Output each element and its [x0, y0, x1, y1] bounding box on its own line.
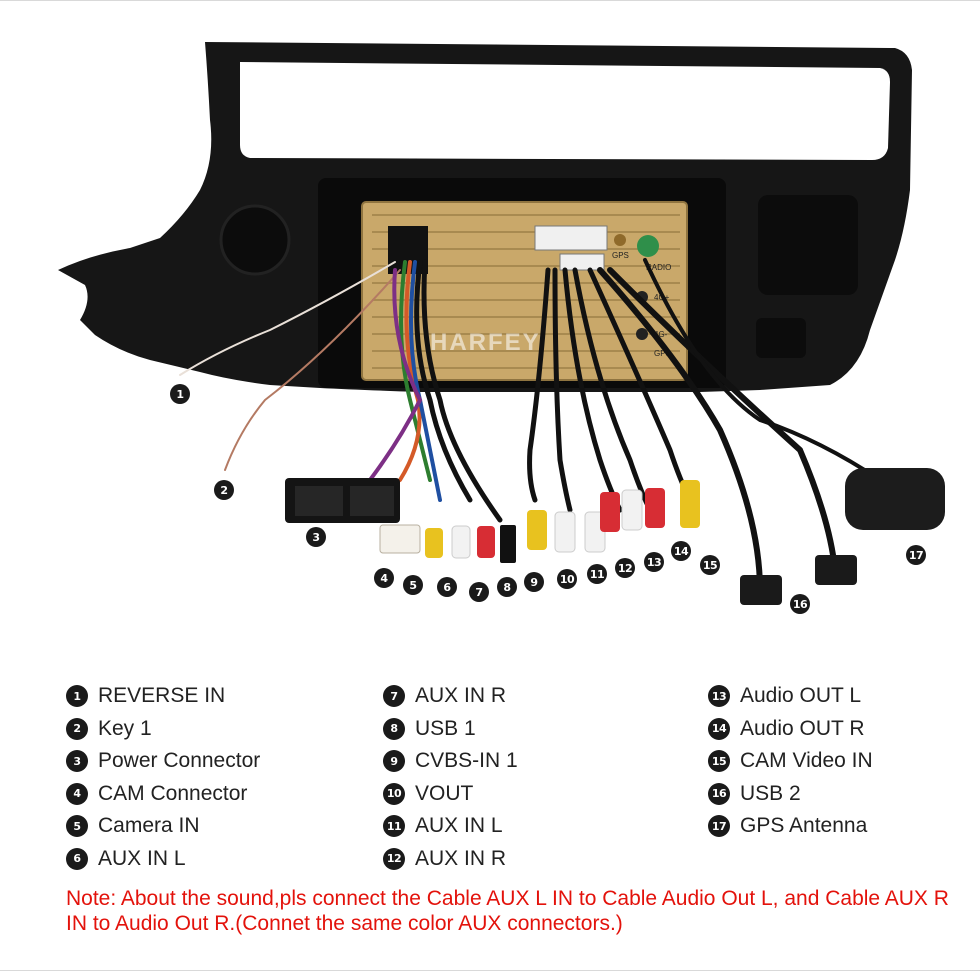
vent-left — [219, 204, 291, 276]
legend-item-5: 5 Camera IN — [66, 810, 260, 843]
sound-note: Note: About the sound,pls connect the Ca… — [66, 887, 949, 935]
legend-item-13: 13 Audio OUT L — [708, 680, 873, 713]
legend-item-4: 4 CAM Connector — [66, 778, 260, 811]
legend-item-12: 12 AUX IN R — [383, 843, 518, 876]
legend-badge: 17 — [708, 815, 730, 838]
callout-5: 5 — [403, 575, 423, 595]
legend-badge: 4 — [66, 782, 88, 805]
legend-label: Audio OUT R — [740, 716, 865, 740]
legend-label: CVBS-IN 1 — [415, 749, 518, 773]
callout-6: 6 — [437, 577, 457, 597]
gps-antenna — [845, 468, 945, 530]
legend-item-17: 17 GPS Antenna — [708, 810, 873, 843]
bezel-window — [240, 62, 890, 160]
legend-badge: 1 — [66, 685, 88, 708]
legend-badge: 15 — [708, 750, 730, 773]
legend-item-10: 10 VOUT — [383, 778, 518, 811]
label-gps-lower: GPS — [654, 349, 671, 358]
legend-badge: 6 — [66, 847, 88, 870]
callout-12: 12 — [615, 558, 635, 578]
callout-11: 11 — [587, 564, 607, 584]
legend-badge: 10 — [383, 782, 405, 805]
callout-2: 2 — [214, 480, 234, 500]
callout-10: 10 — [557, 569, 577, 589]
legend-badge: 5 — [66, 815, 88, 838]
legend-badge: 3 — [66, 750, 88, 773]
legend-item-7: 7 AUX IN R — [383, 680, 518, 713]
legend-label: AUX IN R — [415, 684, 507, 708]
callout-1: 1 — [170, 384, 190, 404]
legend-label: Camera IN — [98, 814, 200, 838]
callout-13: 13 — [644, 552, 664, 572]
callout-7: 7 — [469, 582, 489, 602]
legend-badge: 8 — [383, 717, 405, 740]
callout-17: 17 — [906, 545, 926, 565]
top-divider — [0, 0, 980, 1]
legend-label: CAM Video IN — [740, 749, 873, 773]
legend-label: REVERSE IN — [98, 684, 226, 708]
legend-label: GPS Antenna — [740, 814, 868, 838]
legend-label: Key 1 — [98, 716, 152, 740]
legend-badge: 9 — [383, 750, 405, 773]
callout-15: 15 — [700, 555, 720, 575]
legend-item-6: 6 AUX IN L — [66, 843, 260, 876]
legend-item-11: 11 AUX IN L — [383, 810, 518, 843]
legend-badge: 16 — [708, 782, 730, 805]
legend-badge: 13 — [708, 685, 730, 708]
legend-item-3: 3 Power Connector — [66, 745, 260, 778]
callout-14: 14 — [671, 541, 691, 561]
legend-label: USB 2 — [740, 781, 801, 805]
callout-3: 3 — [306, 527, 326, 547]
legend-label: Power Connector — [98, 749, 261, 773]
legend-label: AUX IN L — [415, 814, 503, 838]
callout-8: 8 — [497, 577, 517, 597]
legend-column-3: 13 Audio OUT L 14 Audio OUT R 15 CAM Video … — [708, 680, 873, 843]
legend-item-1: 1 REVERSE IN — [66, 680, 260, 713]
cam-connector-body — [379, 524, 421, 554]
label-gps: GPS — [612, 251, 629, 260]
legend-item-15: 15 CAM Video IN — [708, 745, 873, 778]
legend-item-14: 14 Audio OUT R — [708, 713, 873, 746]
legend-label: USB 1 — [415, 716, 476, 740]
callout-4: 4 — [374, 568, 394, 588]
legend-column-1: 1 REVERSE IN 2 Key 1 3 Power Connector 4 CAM… — [66, 680, 260, 875]
legend-label: VOUT — [415, 781, 474, 805]
legend-label: AUX IN L — [98, 846, 186, 870]
legend-badge: 12 — [383, 847, 405, 870]
label-4g-minus: 4G- — [654, 330, 668, 339]
legend-item-8: 8 USB 1 — [383, 713, 518, 746]
legend-item-2: 2 Key 1 — [66, 713, 260, 746]
callout-16: 16 — [790, 594, 810, 614]
bottom-divider — [0, 970, 980, 971]
legend-badge: 14 — [708, 717, 730, 740]
legend-item-16: 16 USB 2 — [708, 778, 873, 811]
callout-9: 9 — [524, 572, 544, 592]
legend-badge: 11 — [383, 815, 405, 838]
legend-item-9: 9 CVBS-IN 1 — [383, 745, 518, 778]
watermark: HARFEY — [430, 329, 541, 356]
legend-badge: 7 — [383, 685, 405, 708]
legend-label: Audio OUT L — [740, 684, 862, 708]
label-radio: RADIO — [646, 263, 671, 272]
product-photo: GPS RADIO 4G+ 4G- GPS HARFEY — [58, 42, 945, 605]
pocket-right — [758, 195, 858, 295]
legend-label: CAM Connector — [98, 781, 248, 805]
legend-badge: 2 — [66, 717, 88, 740]
legend-label: AUX IN R — [415, 846, 507, 870]
